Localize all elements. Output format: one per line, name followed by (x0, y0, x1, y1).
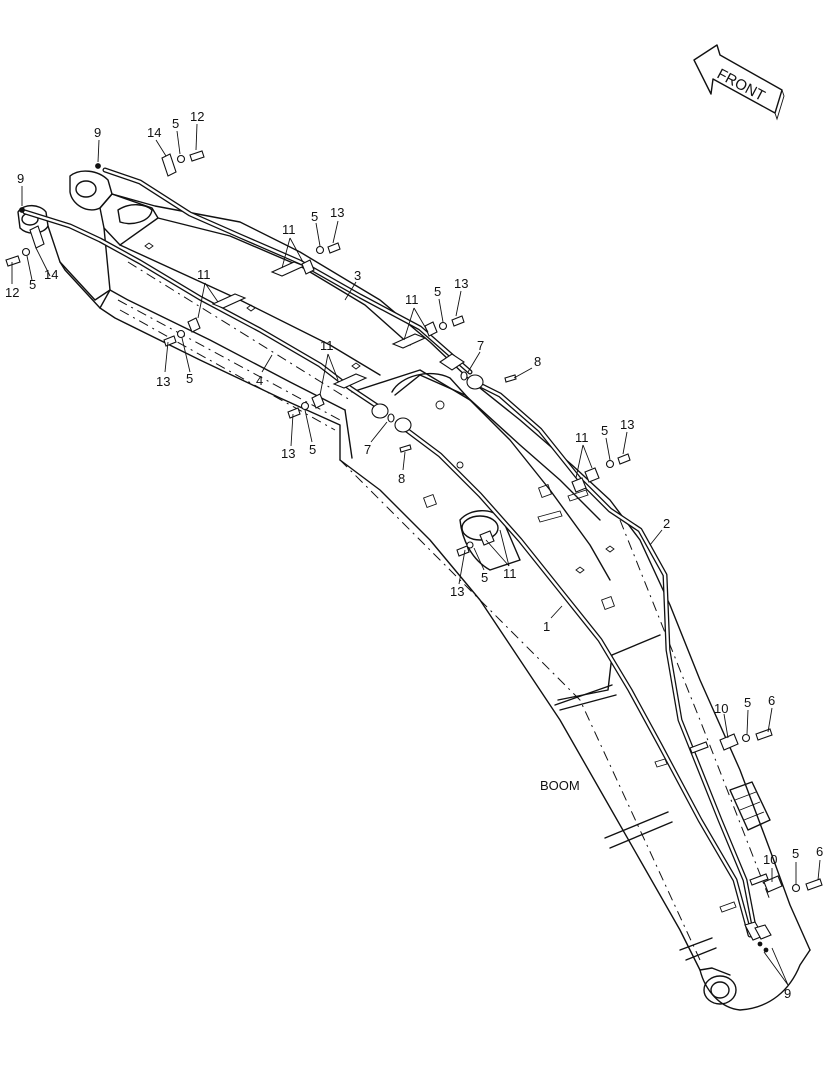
callout-9-top: 9 (94, 125, 101, 140)
callout-5-f: 5 (481, 570, 488, 585)
callout-8-upper: 8 (534, 354, 541, 369)
callout-13-a: 13 (330, 205, 344, 220)
callout-5-b: 5 (186, 371, 193, 386)
callout-13-d: 13 (454, 276, 468, 291)
callout-12-top: 12 (190, 109, 204, 124)
callout-11-a: 11 (282, 222, 296, 237)
front-label: FRONT (714, 66, 768, 105)
callout-4: 4 (256, 373, 263, 388)
callout-7-upper: 7 (477, 338, 484, 353)
callout-6-upper: 6 (768, 693, 775, 708)
callout-5-a: 5 (311, 209, 318, 224)
fasteners (5, 150, 823, 953)
callout-14-top: 14 (147, 125, 161, 140)
clamp-parts (29, 153, 783, 893)
front-arrow: FRONT (693, 44, 785, 121)
callout-12-left: 12 (5, 285, 19, 300)
callout-14-left: 14 (44, 267, 58, 282)
callout-8-lower: 8 (398, 471, 405, 486)
callout-2: 2 (663, 516, 670, 531)
callout-5-c: 5 (309, 442, 316, 457)
callout-5-lower: 5 (792, 846, 799, 861)
callout-11-f: 11 (503, 566, 517, 581)
callout-13-c: 13 (281, 446, 295, 461)
pipes (22, 167, 772, 941)
callout-11-d: 11 (405, 292, 419, 307)
callout-13-e: 13 (620, 417, 634, 432)
callout-13-f: 13 (450, 584, 464, 599)
callout-5-left: 5 (29, 277, 36, 292)
callout-5-d: 5 (434, 284, 441, 299)
callout-labels: 9 14 5 12 9 12 5 14 11 5 13 3 11 13 5 4 … (5, 109, 823, 1001)
leader-lines (11, 123, 821, 986)
callout-11-e: 11 (575, 430, 589, 445)
callout-13-b: 13 (156, 374, 170, 389)
callout-5-top: 5 (172, 116, 179, 131)
callout-11-c: 11 (320, 338, 334, 353)
callout-5-e: 5 (601, 423, 608, 438)
callout-5-upper: 5 (744, 695, 751, 710)
callout-10-lower: 10 (763, 852, 777, 867)
callout-9-left: 9 (17, 171, 24, 186)
callout-3: 3 (354, 268, 361, 283)
callout-1: 1 (543, 619, 550, 634)
callout-10-upper: 10 (714, 701, 728, 716)
callout-9-bottom: 9 (784, 986, 791, 1001)
callout-11-b: 11 (197, 267, 211, 282)
callout-6-lower: 6 (816, 844, 823, 859)
boom-label: BOOM (540, 778, 580, 793)
callout-7-lower: 7 (364, 442, 371, 457)
